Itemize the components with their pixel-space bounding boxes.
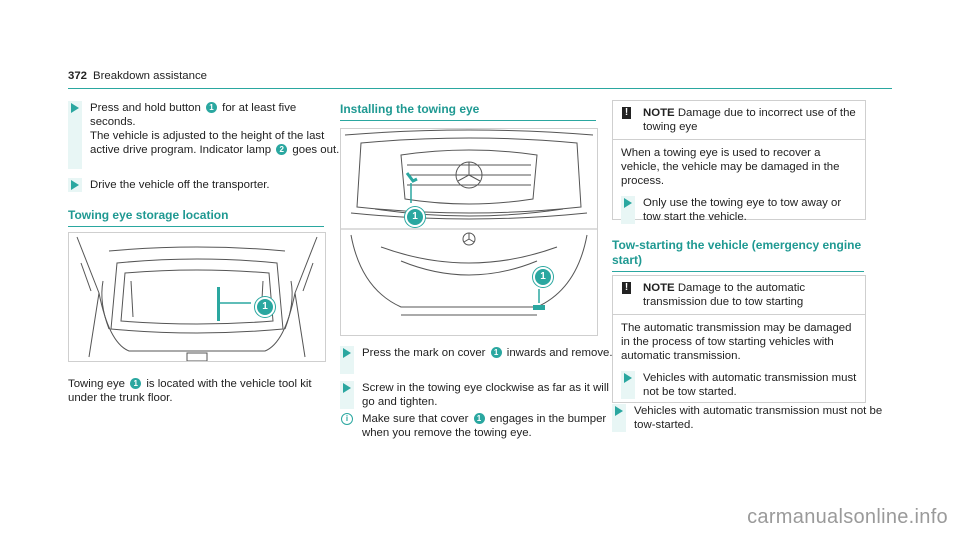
callout-badge: 1 (405, 207, 425, 227)
callout-badge: 1 (130, 378, 142, 389)
trunk-figure: 1 (68, 232, 326, 362)
callout-badge: 1 (490, 347, 502, 358)
step-text: Screw in the towing eye clockwise as far… (362, 382, 609, 408)
note-label: NOTE (643, 107, 675, 119)
arrow-right-icon (343, 383, 351, 393)
note-label: NOTE (643, 282, 675, 294)
step-text: Press and hold button (90, 102, 201, 114)
note-step: Vehicles with automatic transmission mus… (621, 371, 857, 399)
note-body: The automatic transmission may be damage… (613, 315, 865, 405)
step-text: Vehicles with automatic transmission mus… (643, 372, 857, 398)
page-number: 372 (68, 70, 88, 82)
arrow-right-icon (71, 180, 79, 190)
step-text: inwards and remove. (506, 347, 613, 359)
note-text: The automatic transmission may be damage… (621, 322, 852, 362)
note-body: When a towing eye is used to recover a v… (613, 140, 865, 230)
step-text: Vehicles with automatic transmission mus… (634, 405, 883, 431)
arrow-right-icon (615, 406, 623, 416)
warning-icon: ! (622, 107, 631, 119)
info-text: Make sure that cover (362, 413, 469, 425)
arrow-right-icon (624, 373, 632, 383)
arrow-right-icon (71, 103, 79, 113)
callout-badge: 1 (473, 413, 485, 424)
watermark: carmanualsonline.info (747, 506, 948, 528)
bumper-illustration (341, 129, 597, 316)
arrow-right-icon (624, 198, 632, 208)
info-text: engages in the bumper when you remove th… (362, 413, 607, 439)
towing-eye-figure: 1 1 (340, 128, 598, 336)
step-screw-in: Screw in the towing eye clockwise as far… (340, 381, 614, 409)
page-header: 372 Breakdown assistance (68, 69, 207, 83)
step-text: Press the mark on cover (362, 347, 486, 359)
arrow-right-icon (343, 348, 351, 358)
callout-badge: 1 (255, 297, 275, 317)
step-text: Only use the towing eye to tow away or t… (643, 197, 842, 223)
step-remove-cover: Press the mark on cover 1 inwards and re… (340, 346, 614, 374)
step-no-tow-start: Vehicles with automatic transmission mus… (612, 404, 884, 432)
step-detail: The vehicle is adjusted to the height of… (90, 130, 325, 156)
caption-text: is located with the vehicle tool kit und… (68, 378, 312, 404)
section-title: Breakdown assistance (93, 70, 207, 82)
caption-text: Towing eye (68, 378, 125, 390)
step-text: goes out. (292, 144, 340, 156)
heading-tow-starting: Tow-starting the vehicle (emergency engi… (612, 238, 864, 272)
step-press-button: Press and hold button 1 for at least fiv… (68, 101, 340, 169)
heading-storage-location: Towing eye storage location (68, 208, 324, 227)
callout-badge: 2 (276, 144, 288, 155)
step-text: for at least five seconds. (90, 102, 297, 128)
warning-icon: ! (622, 282, 631, 294)
note-step: Only use the towing eye to tow away or t… (621, 196, 857, 224)
heading-installing: Installing the towing eye (340, 102, 596, 121)
note-text: When a towing eye is used to recover a v… (621, 147, 840, 187)
step-drive-off: Drive the vehicle off the transporter. (68, 178, 340, 192)
note-automatic-transmission: ! NOTE Damage to the automatic transmiss… (612, 275, 866, 403)
trunk-illustration (76, 236, 318, 361)
note-title: Damage to the automatic transmission due… (643, 282, 806, 308)
callout-badge: 1 (206, 102, 217, 113)
header-rule (68, 88, 892, 89)
info-cover: i Make sure that cover 1 engages in the … (340, 412, 614, 440)
step-bar (68, 101, 82, 169)
step-text: Drive the vehicle off the transporter. (90, 179, 270, 191)
storage-caption: Towing eye 1 is located with the vehicle… (68, 377, 328, 405)
note-title: Damage due to incorrect use of the towin… (643, 107, 856, 133)
note-header: ! NOTE Damage to the automatic transmiss… (613, 276, 865, 315)
note-incorrect-use: ! NOTE Damage due to incorrect use of th… (612, 100, 866, 224)
info-icon: i (341, 413, 353, 425)
callout-badge: 1 (533, 267, 553, 287)
note-header: ! NOTE Damage due to incorrect use of th… (613, 101, 865, 140)
